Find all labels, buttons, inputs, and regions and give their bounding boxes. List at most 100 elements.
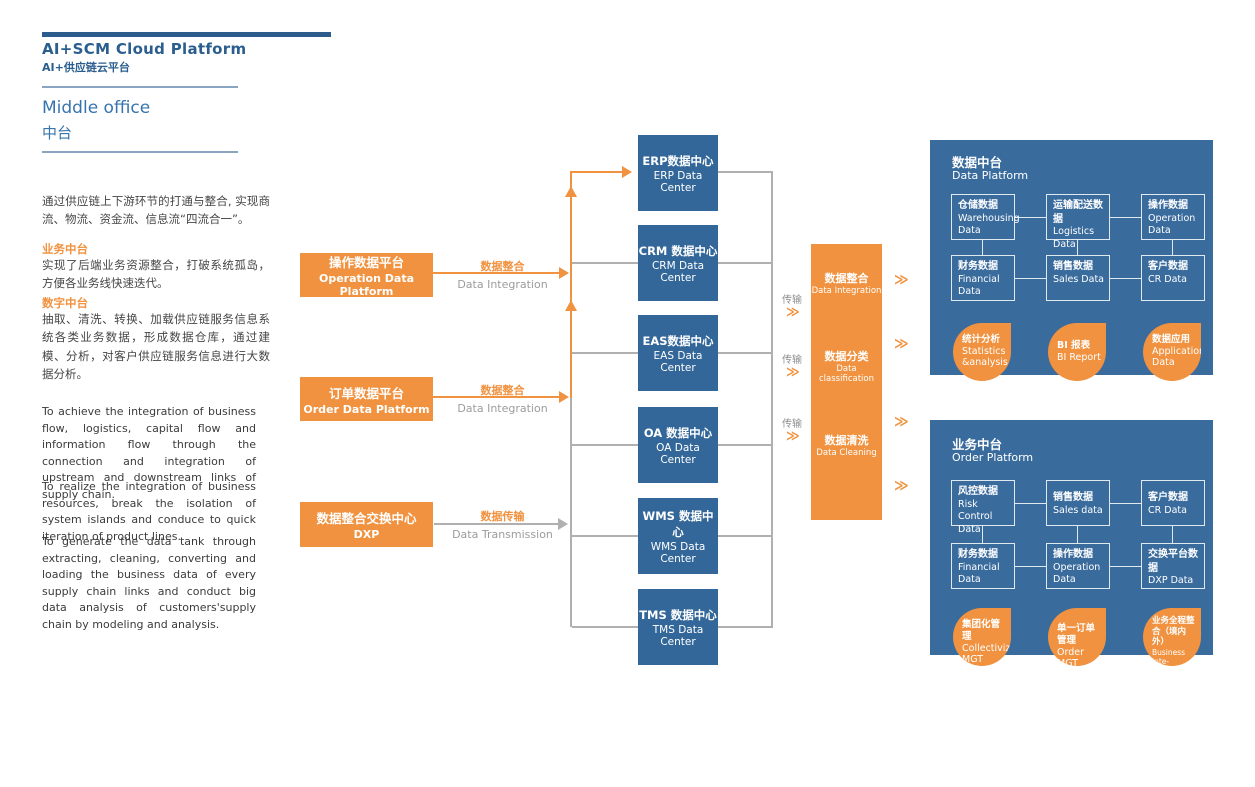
erp-data-center-box: ERP数据中心 ERP Data Center	[638, 135, 718, 211]
data-platform-title-zh: 数据中台	[952, 155, 1003, 170]
biz-integration-zh: 业务全程整合（境内外）	[1152, 616, 1195, 648]
stub-wms-right	[718, 535, 771, 537]
panel-connector	[982, 526, 983, 543]
chevron-icon: ≫	[786, 429, 800, 444]
stub-erp-right	[718, 171, 771, 173]
page-subtitle-zh: AI+供应链云平台	[42, 61, 130, 74]
eas-label-en: EAS Data Center	[653, 349, 703, 374]
flow1-arrowhead-icon	[559, 267, 569, 279]
wms-data-center-box: WMS 数据中心 WMS Data Center	[638, 498, 718, 574]
sales-zh: 销售数据	[1053, 261, 1093, 272]
flow3-arrowhead-icon	[558, 518, 568, 530]
right-bus-vertical-gray	[771, 171, 773, 628]
operation2-en: Operation	[1053, 561, 1101, 573]
tms-label-zh: TMS 数据中心	[639, 607, 717, 622]
operation-zh: 操作数据	[1148, 200, 1188, 211]
financial-data-box: 财务数据 Financial Data	[951, 255, 1015, 301]
risk-en2: Data	[958, 524, 981, 536]
crm-label-zh: CRM 数据中心	[638, 243, 718, 258]
panel-connector	[1015, 566, 1046, 567]
logistics-zh: 运输配送数据	[1053, 200, 1103, 225]
collectivize-zh: 集团化管理	[962, 619, 1001, 642]
application-zh: 数据应用	[1152, 334, 1191, 345]
step-cleaning-zh: 数据清洗	[824, 434, 869, 447]
operation-data-box2: 操作数据 Operation Data	[1046, 543, 1110, 589]
logistics-en2: Data	[1053, 238, 1076, 250]
financial-zh: 财务数据	[958, 261, 998, 272]
dxp2-en: DXP Data	[1148, 575, 1194, 586]
business-integration-bubble: 业务全程整合（境内外） Business inte-gration(at hom…	[1143, 608, 1201, 666]
panel-connector	[1015, 217, 1046, 218]
flow1-arrow-line	[433, 272, 561, 274]
statistics-zh: 统计分析	[962, 334, 1001, 345]
order-platform-panel: 业务中台 Order Platform 风控数据 Risk Control Da…	[930, 420, 1213, 666]
process-step-classification: 数据分类 Data classification	[811, 348, 882, 384]
panel-connector	[1110, 503, 1141, 504]
financial-data-box2: 财务数据 Financial Data	[951, 543, 1015, 589]
intro-paragraph-en-2: To realize the integration of business r…	[42, 480, 256, 543]
eas-data-center-box: EAS数据中心 EAS Data Center	[638, 315, 718, 391]
stub-eas-right	[718, 352, 771, 354]
operation-data-platform-label-zh: 操作数据平台	[328, 255, 404, 270]
operation-en2: Data	[1148, 225, 1171, 237]
stub-tms-right	[718, 626, 771, 628]
order-data-platform-label-zh: 订单数据平台	[328, 385, 404, 401]
panel-connector	[1172, 526, 1173, 543]
erp-label-en: ERP Data Center	[653, 169, 703, 194]
flow3-label-zh: 数据传输	[480, 510, 525, 523]
financial2-zh: 财务数据	[958, 549, 998, 560]
dxp-label-zh: 数据整合交换中心	[316, 511, 417, 526]
data-platform-panel: 数据中台 Data Platform 仓储数据 Warehousing Data…	[930, 140, 1213, 381]
business-middle-text: 实现了后端业务资源整合，打破系统孤岛，方便各业务线快速迭代。	[42, 258, 270, 291]
digital-middle-heading: 数字中台	[42, 296, 88, 310]
panel-connector	[1110, 278, 1141, 279]
panel-connector	[1172, 240, 1173, 255]
operation-data-box: 操作数据 Operation Data	[1141, 194, 1205, 240]
panel-connector	[1077, 240, 1078, 255]
order-mgt-en: Order MGT	[1057, 646, 1084, 666]
step-classification-en: Data classification	[819, 364, 874, 384]
operation-data-platform-label-en: Operation Data Platform	[318, 272, 414, 298]
flow3-arrow-line	[434, 523, 560, 525]
stub-crm-left	[572, 262, 638, 264]
transmission-label: 传输	[782, 295, 802, 306]
stub-eas-left	[572, 352, 638, 354]
financial2-en: Financial Data	[958, 561, 1000, 586]
oa-data-center-box: OA 数据中心 OA Data Center	[638, 407, 718, 483]
cr-data-box: 客户数据 CR Data	[1141, 255, 1205, 301]
process-step-cleaning: 数据清洗 Data Cleaning	[811, 432, 882, 458]
warehousing-en: Warehousing	[958, 212, 1020, 224]
financial-en: Financial Data	[958, 273, 1000, 298]
bi-report-zh: BI 报表	[1057, 340, 1091, 351]
header-accent-bar	[42, 32, 331, 37]
warehousing-data-box: 仓储数据 Warehousing Data	[951, 194, 1020, 240]
erp-label-zh: ERP数据中心	[642, 153, 714, 168]
warehousing-zh: 仓储数据	[958, 200, 998, 211]
data-process-box: 数据整合 Data Integration 数据分类 Data classifi…	[811, 244, 882, 520]
flow2-label-en: Data Integration	[457, 402, 548, 415]
divider-rule	[42, 151, 238, 153]
cr-en: CR Data	[1148, 273, 1187, 285]
order-mgt-bubble: 单一订单管理 Order MGT	[1048, 608, 1106, 666]
digital-middle-text: 抽取、清洗、转换、加载供应链服务信息系统各类业务数据，形成数据仓库，通过建模、分…	[42, 312, 270, 382]
sales2-zh: 销售数据	[1053, 492, 1093, 503]
flow2-label-zh: 数据整合	[480, 384, 525, 397]
panel-connector	[1110, 566, 1141, 567]
transmission-label: 传输	[782, 355, 802, 366]
dxp-box: 数据整合交换中心 DXP	[300, 502, 433, 547]
sales-data-box2: 销售数据 Sales data	[1046, 480, 1110, 526]
data-platform-title-en: Data Platform	[952, 169, 1029, 182]
logistics-en: Logistics	[1053, 226, 1095, 237]
chevron-icon: ≫	[786, 365, 800, 380]
operation2-zh: 操作数据	[1053, 549, 1093, 560]
order-mgt-zh: 单一订单管理	[1057, 623, 1096, 646]
chevron-icon: ≫	[894, 272, 909, 288]
wms-label-en: WMS Data Center	[650, 540, 706, 565]
step-cleaning-en: Data Cleaning	[816, 448, 877, 458]
stub-wms-left	[572, 535, 638, 537]
tms-data-center-box: TMS 数据中心 TMS Data Center	[638, 589, 718, 665]
order-platform-title-zh: 业务中台	[952, 437, 1003, 452]
cr2-zh: 客户数据	[1148, 492, 1188, 503]
flow1-label-en: Data Integration	[457, 278, 548, 291]
